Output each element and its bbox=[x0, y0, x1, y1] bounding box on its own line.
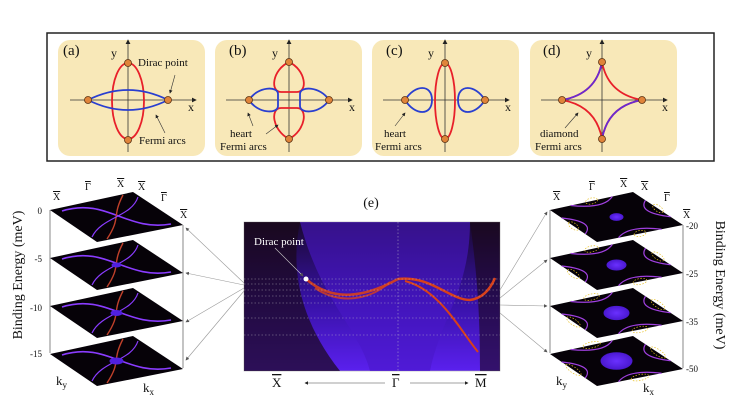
energy-slice bbox=[550, 192, 683, 242]
right-tick: -25 bbox=[686, 269, 698, 279]
axis-x-label: x bbox=[662, 100, 668, 114]
energy-slice bbox=[550, 336, 683, 386]
left-top-labels: X Γ X X Γ X bbox=[53, 179, 188, 221]
right-kx-label: kx bbox=[643, 380, 655, 397]
label-gammabar: Γ bbox=[589, 182, 595, 193]
label-fermi-arcs: Fermi arcs bbox=[375, 141, 422, 153]
left-tick: -10 bbox=[30, 303, 42, 313]
panel-d: (d) y x diamond Fermi arcs bbox=[530, 39, 677, 156]
center-axis: X Γ M bbox=[272, 375, 487, 390]
left-tick: 0 bbox=[38, 206, 43, 216]
label-xbar: X bbox=[138, 182, 146, 193]
label-xbar: X bbox=[620, 179, 628, 190]
label-xbar: X bbox=[553, 192, 561, 203]
right-tick: -35 bbox=[686, 317, 698, 327]
right-stack bbox=[549, 192, 684, 386]
energy-slice bbox=[50, 240, 183, 290]
label-heart: heart bbox=[230, 128, 252, 140]
right-ky-label: ky bbox=[556, 373, 568, 390]
label-gammabar: Γ bbox=[392, 375, 400, 390]
energy-slice bbox=[550, 240, 683, 290]
energy-slice bbox=[550, 288, 683, 338]
panel-a: (a) y x Dirac point Fermi arcs bbox=[58, 39, 205, 156]
left-ky-label: ky bbox=[56, 373, 68, 390]
label-xbar: X bbox=[180, 210, 188, 221]
left-stack bbox=[49, 192, 184, 386]
axis-y-label: y bbox=[111, 46, 117, 60]
left-kx-label: kx bbox=[143, 380, 155, 397]
energy-slice bbox=[50, 192, 183, 242]
panel-b: (b) y x heart Fermi arcs bbox=[215, 39, 362, 156]
panel-c: (c) y x heart Fermi arcs bbox=[372, 39, 519, 156]
label-fermi-arcs: Fermi arcs bbox=[535, 141, 582, 153]
dirac-point-label: Dirac point bbox=[254, 236, 304, 248]
panel-e-tag: (e) bbox=[363, 196, 379, 211]
connector-arrows bbox=[185, 211, 548, 361]
band-structure-panel: Dirac point bbox=[243, 221, 501, 372]
label-diamond: diamond bbox=[540, 128, 579, 140]
axis-x-label: x bbox=[188, 100, 194, 114]
axis-x-label: x bbox=[349, 100, 355, 114]
left-tick: -15 bbox=[30, 349, 42, 359]
label-xbar: X bbox=[683, 210, 691, 221]
label-xbar: X bbox=[272, 375, 282, 390]
label-mbar: M bbox=[475, 375, 487, 390]
label-fermi-arcs: Fermi arcs bbox=[220, 141, 267, 153]
axis-y-label: y bbox=[428, 46, 434, 60]
label-gammabar: Γ bbox=[664, 193, 670, 204]
label-dirac-point: Dirac point bbox=[138, 57, 188, 69]
label-gammabar: Γ bbox=[161, 193, 167, 204]
left-tick: -5 bbox=[35, 254, 43, 264]
label-xbar: X bbox=[117, 179, 125, 190]
axis-y-label: y bbox=[586, 46, 592, 60]
panel-tag: (a) bbox=[63, 43, 80, 59]
label-fermi-arcs: Fermi arcs bbox=[139, 135, 186, 147]
panel-tag: (d) bbox=[543, 43, 561, 59]
right-tick: -20 bbox=[686, 221, 698, 231]
label-xbar: X bbox=[641, 182, 649, 193]
panel-tag: (c) bbox=[386, 43, 403, 59]
axis-y-label: y bbox=[272, 46, 278, 60]
energy-slice bbox=[50, 288, 183, 338]
right-tick: -50 bbox=[686, 364, 698, 374]
left-binding-energy-label: Binding Energy (meV) bbox=[11, 210, 26, 339]
dirac-point-marker bbox=[303, 276, 309, 282]
label-xbar: X bbox=[53, 192, 61, 203]
right-binding-energy-label: Binding Energy (meV) bbox=[712, 221, 727, 350]
panel-tag: (b) bbox=[229, 43, 247, 59]
label-heart: heart bbox=[384, 128, 406, 140]
dirac-point-markers bbox=[84, 59, 172, 144]
energy-slice bbox=[50, 336, 183, 386]
label-gammabar: Γ bbox=[85, 182, 91, 193]
axis-x-label: x bbox=[505, 100, 511, 114]
right-top-labels: X Γ X X Γ X bbox=[553, 179, 691, 221]
